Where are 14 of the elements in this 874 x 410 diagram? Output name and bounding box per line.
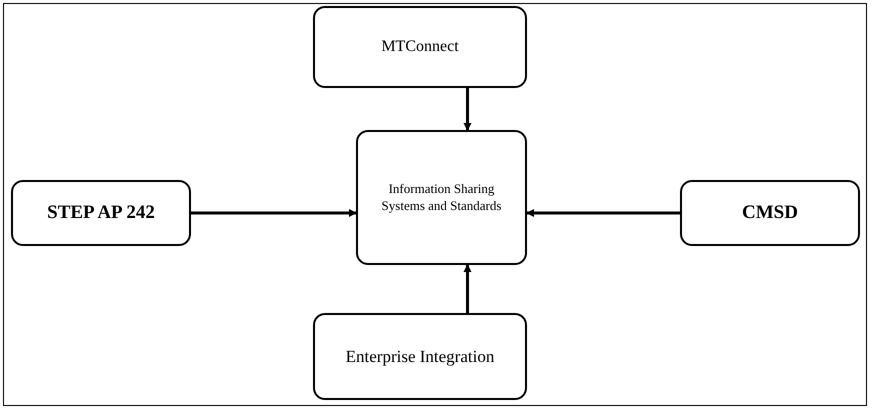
box-label: CMSD: [742, 201, 798, 225]
box-label: Information Sharing Systems and Standards: [380, 181, 502, 214]
process-box: [680, 180, 860, 246]
process-box: [356, 130, 527, 265]
arrow: [464, 264, 472, 313]
box-label: MTConnect: [381, 37, 459, 57]
box-label: STEP AP 242: [47, 201, 155, 225]
box-label: Enterprise Integration: [346, 346, 494, 368]
process-box: [11, 180, 191, 246]
process-box: [313, 6, 527, 88]
arrow: [526, 209, 680, 217]
arrow: [191, 209, 357, 217]
process-box: [313, 313, 527, 400]
arrow: [464, 88, 472, 131]
